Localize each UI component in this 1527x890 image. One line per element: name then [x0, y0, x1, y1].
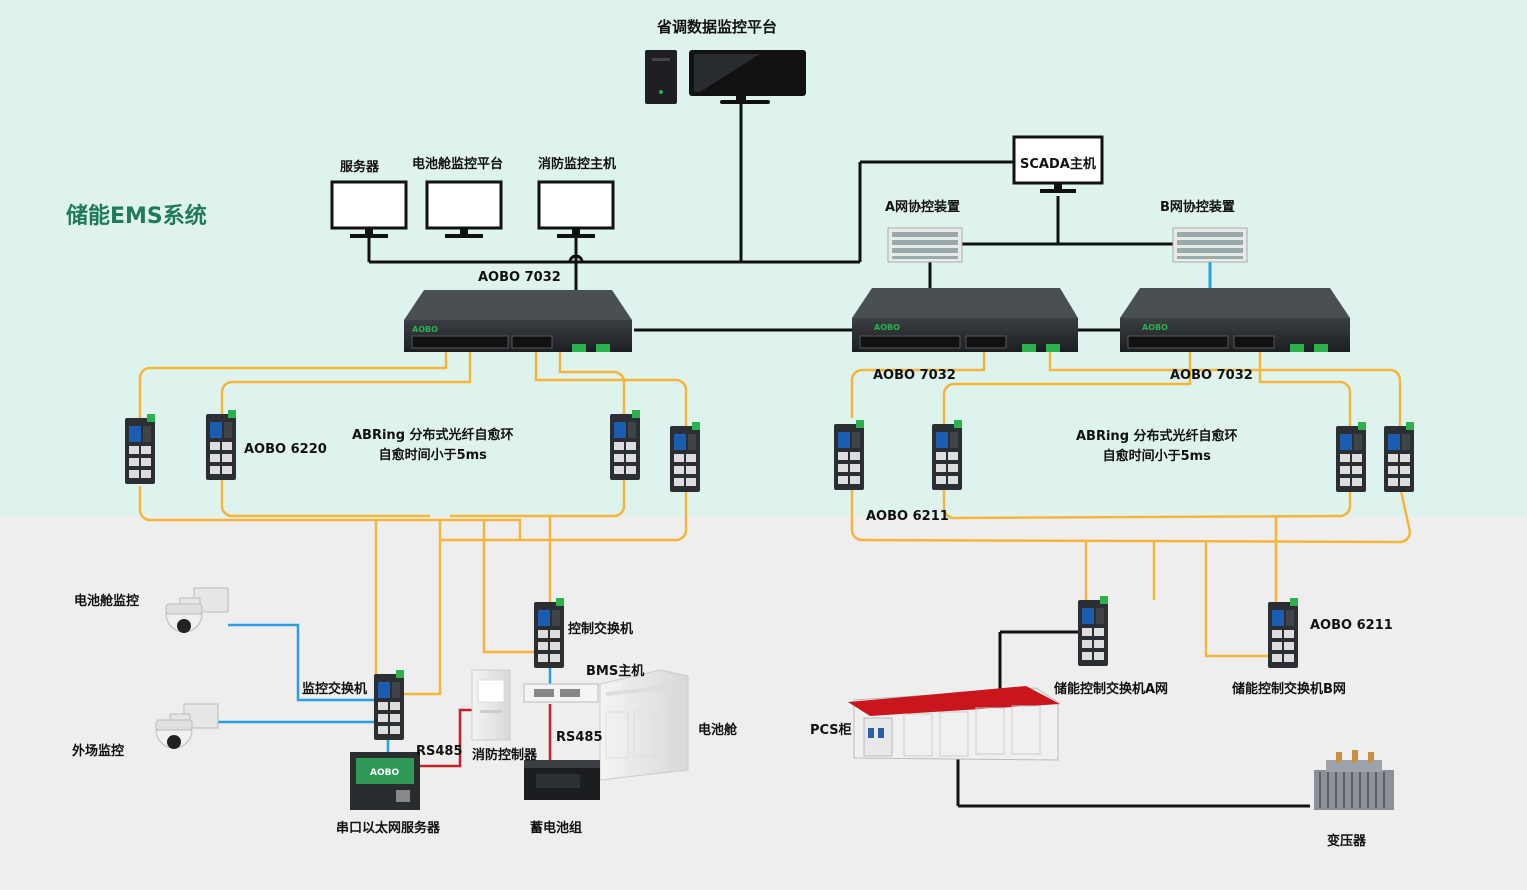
- top-platform-label: 省调数据监控平台: [657, 18, 778, 36]
- fire-controller-icon: [471, 669, 511, 741]
- svg-text:AOBO: AOBO: [1142, 323, 1168, 332]
- din-switch-r2-icon: [932, 420, 962, 490]
- ring-left-caption: ABRing 分布式光纤自愈环 自愈时间小于5ms: [352, 426, 514, 466]
- din-switch-r1-icon: [834, 420, 864, 490]
- aobo6220-label: AOBO 6220: [244, 442, 327, 457]
- aobo7032-left-label: AOBO 7032: [478, 270, 561, 285]
- monitor-icon: [689, 50, 806, 104]
- scada-label: SCADA主机: [1020, 157, 1096, 172]
- din-switch-l2-icon: [206, 410, 236, 480]
- ring-left-line-2: 自愈时间小于5ms: [378, 448, 487, 463]
- storage-switch-b-icon: [1268, 598, 1298, 668]
- fire-controller-label: 消防控制器: [472, 748, 538, 763]
- din-switch-l1-icon: [125, 414, 155, 484]
- switch-b-label: 储能控制交换机B网: [1232, 682, 1346, 697]
- transformer-icon: [1314, 750, 1394, 810]
- desktop-tower-icon: [645, 50, 677, 104]
- ring-right-line-2: 自愈时间小于5ms: [1102, 449, 1211, 464]
- rs485-a-label: RS485: [416, 744, 463, 759]
- battery-pack-icon: [524, 760, 600, 800]
- din-switch-l3-icon: [610, 410, 640, 480]
- switch-a-label: 储能控制交换机A网: [1054, 682, 1169, 697]
- lower-zone-background: [0, 516, 1527, 890]
- b-protocol-label: B网协控装置: [1160, 200, 1235, 215]
- aobo7032-mid-label: AOBO 7032: [873, 368, 956, 383]
- ring-left-line-1: ABRing 分布式光纤自愈环: [352, 428, 514, 443]
- battery-monitor-label: 电池舱监控: [74, 594, 140, 609]
- rack-switch-right-icon: AOBO: [1120, 288, 1350, 352]
- pcs-label: PCS柜: [810, 723, 852, 738]
- fire-monitor-host-label: 消防监控主机: [538, 157, 617, 172]
- svg-text:AOBO: AOBO: [412, 325, 438, 334]
- din-switch-r4-icon: [1384, 422, 1414, 492]
- din-switch-l4-icon: [670, 422, 700, 492]
- serial-server-icon: AOBO: [350, 752, 420, 810]
- fiber-ring-links: [138, 352, 1412, 696]
- aobo6211-b-label: AOBO 6211: [1310, 618, 1393, 633]
- storage-switch-a-icon: [1078, 596, 1108, 666]
- battery-pack-label: 蓄电池组: [530, 821, 583, 836]
- ring-right-caption: ABRing 分布式光纤自愈环 自愈时间小于5ms: [1076, 427, 1238, 467]
- rack-switch-mid-icon: AOBO: [852, 288, 1078, 352]
- din-switch-r3-icon: [1336, 422, 1366, 492]
- serial-server-label: 串口以太网服务器: [336, 821, 441, 836]
- control-switch-icon: [534, 598, 564, 668]
- a-protocol-device-icon: [887, 227, 963, 263]
- pcs-cabinet-icon: [848, 686, 1060, 761]
- aobo7032-right-label: AOBO 7032: [1170, 368, 1253, 383]
- rs485-b-label: RS485: [556, 730, 603, 745]
- battery-cabinet-icon: [599, 669, 689, 781]
- outdoor-monitor-label: 外场监控: [72, 744, 125, 759]
- ring-right-line-1: ABRing 分布式光纤自愈环: [1076, 429, 1238, 444]
- aobo6211-a-label: AOBO 6211: [866, 509, 949, 524]
- rack-switch-left-icon: AOBO: [404, 290, 632, 352]
- bms-host-label: BMS主机: [586, 664, 645, 679]
- b-protocol-device-icon: [1172, 227, 1248, 263]
- server-label: 服务器: [340, 160, 380, 175]
- monitor-switch-icon: [374, 670, 404, 740]
- svg-text:AOBO: AOBO: [370, 768, 399, 778]
- battery-monitor-platform-label: 电池舱监控平台: [412, 157, 504, 172]
- bms-host-icon: [523, 683, 599, 703]
- transformer-label: 变压器: [1327, 834, 1367, 849]
- ethernet-links: [367, 100, 1310, 808]
- battery-cabin-label: 电池舱: [698, 723, 738, 738]
- svg-text:AOBO: AOBO: [874, 323, 900, 332]
- monitor-switch-label: 监控交换机: [302, 682, 368, 697]
- scada-host-box: [1012, 135, 1104, 193]
- diagram-title: 储能EMS系统: [66, 204, 207, 229]
- control-switch-label: 控制交换机: [568, 622, 634, 637]
- a-protocol-label: A网协控装置: [885, 200, 961, 215]
